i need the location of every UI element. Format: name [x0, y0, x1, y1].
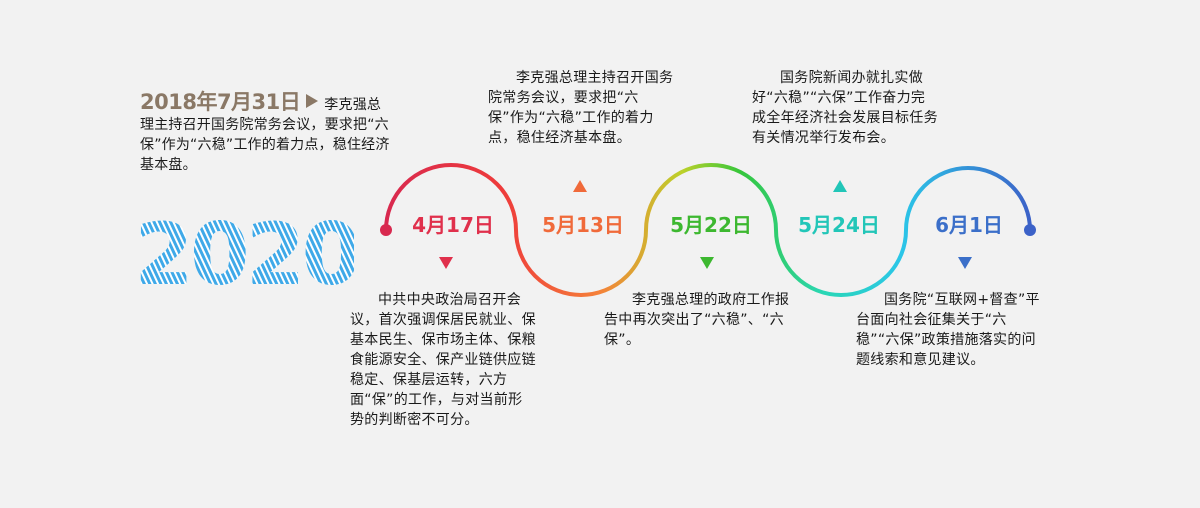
year-graphic: 2020: [134, 205, 362, 305]
intro-text: 李克强总理主持召开国务院常务会议，要求把“六保”作为“六稳”工作的着力点，稳住经…: [140, 97, 390, 173]
timeline-wave-path: [384, 163, 1032, 297]
play-arrow-icon: [306, 94, 319, 108]
timeline-end-dot: [1024, 224, 1036, 236]
intro-date: 2018年7月31日: [140, 90, 301, 114]
date-label-jun1: 6月1日: [935, 213, 1003, 237]
timeline-start-dot: [380, 224, 392, 236]
marker-triangle-down-icon: [958, 257, 972, 269]
event-desc-may13: 李克强总理主持召开国务院常务会议，要求把“六保”作为“六稳”工作的着力点，稳住经…: [488, 70, 674, 146]
event-desc-may24: 国务院新闻办就扎实做好“六稳”“六保”工作奋力完成全年经济社会发展目标任务有关情…: [752, 70, 938, 146]
event-desc-may22: 李克强总理的政府工作报告中再次突出了“六稳”、“六保”。: [604, 292, 790, 348]
marker-triangle-down-icon: [700, 257, 714, 269]
marker-triangle-up-icon: [833, 180, 847, 192]
intro-block: 2018年7月31日李克强总理主持召开国务院常务会议，要求把“六保”作为“六稳”…: [140, 92, 390, 175]
year-text: 2020: [134, 218, 354, 298]
marker-triangle-down-icon: [439, 257, 453, 269]
date-label-apr17: 4月17日: [412, 213, 494, 237]
event-desc-jun1: 国务院“互联网+督查”平台面向社会征集关于“六稳”“六保”政策措施落实的问题线索…: [856, 292, 1040, 368]
date-label-may24: 5月24日: [798, 213, 880, 237]
event-desc-apr17: 中共中央政治局召开会议，首次强调保居民就业、保基本民生、保市场主体、保粮食能源安…: [350, 292, 536, 428]
date-label-may22: 5月22日: [670, 213, 752, 237]
marker-triangle-up-icon: [573, 180, 587, 192]
date-label-may13: 5月13日: [542, 213, 624, 237]
